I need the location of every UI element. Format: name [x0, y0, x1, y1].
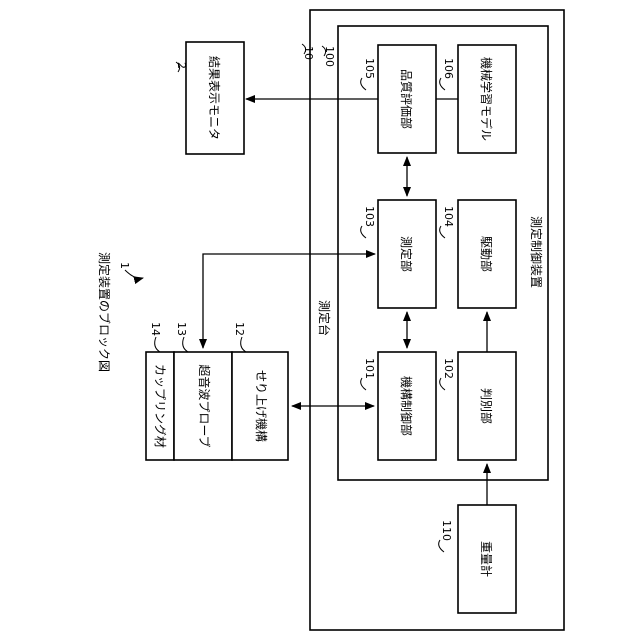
measuring-table-label: 測定台 — [317, 300, 332, 336]
machine-control-label: 機構制御部 — [399, 376, 414, 436]
measuring-table-frame — [310, 10, 564, 630]
ultrasonic-probe-label: 超音波プローブ — [197, 364, 212, 447]
quality-eval-lead — [361, 78, 366, 90]
arrow-measurement-probe — [203, 254, 374, 348]
lift-mechanism-label: せり上げ機構 — [254, 370, 269, 442]
drive-lead — [440, 226, 445, 238]
main-ref-arrow — [125, 270, 143, 278]
machine-control-ref: 101 — [363, 358, 376, 379]
judgment-ref: 102 — [442, 358, 455, 379]
ml-model-ref: 106 — [442, 58, 455, 79]
weighing-scale-ref: 110 — [440, 520, 453, 541]
coupling-material-label: カップリング材 — [153, 364, 167, 448]
measurement-label: 測定部 — [399, 236, 414, 272]
judgment-lead — [440, 378, 445, 390]
ml-model-label: 機械学習モデル — [479, 57, 494, 141]
drive-ref: 104 — [442, 206, 455, 227]
measuring-table-ref: 10 — [302, 46, 315, 60]
results-monitor-label: 結果表示モニタ — [207, 56, 221, 140]
weighing-scale-label: 重量計 — [479, 541, 494, 577]
lift-mechanism-lead — [241, 337, 246, 352]
quality-eval-ref: 105 — [363, 58, 376, 79]
weighing-scale-lead — [439, 540, 444, 552]
coupling-material-ref: 14 — [149, 322, 162, 336]
lift-mechanism-ref: 12 — [233, 322, 246, 336]
figure-caption: 測定装置のブロック図 — [97, 252, 112, 372]
coupling-material-lead — [155, 337, 160, 352]
ultrasonic-probe-lead — [183, 337, 188, 352]
machine-control-lead — [361, 378, 366, 390]
ml-model-lead — [440, 78, 445, 90]
drive-label: 駆動部 — [479, 236, 494, 272]
ultrasonic-probe-ref: 13 — [175, 322, 188, 336]
measurement-lead — [361, 226, 366, 238]
measurement-ref: 103 — [363, 206, 376, 227]
quality-eval-label: 品質評価部 — [399, 69, 414, 129]
control-device-label: 測定制御装置 — [529, 216, 544, 288]
judgment-label: 判別部 — [479, 388, 494, 424]
main-ref-number: 1 — [118, 262, 131, 269]
